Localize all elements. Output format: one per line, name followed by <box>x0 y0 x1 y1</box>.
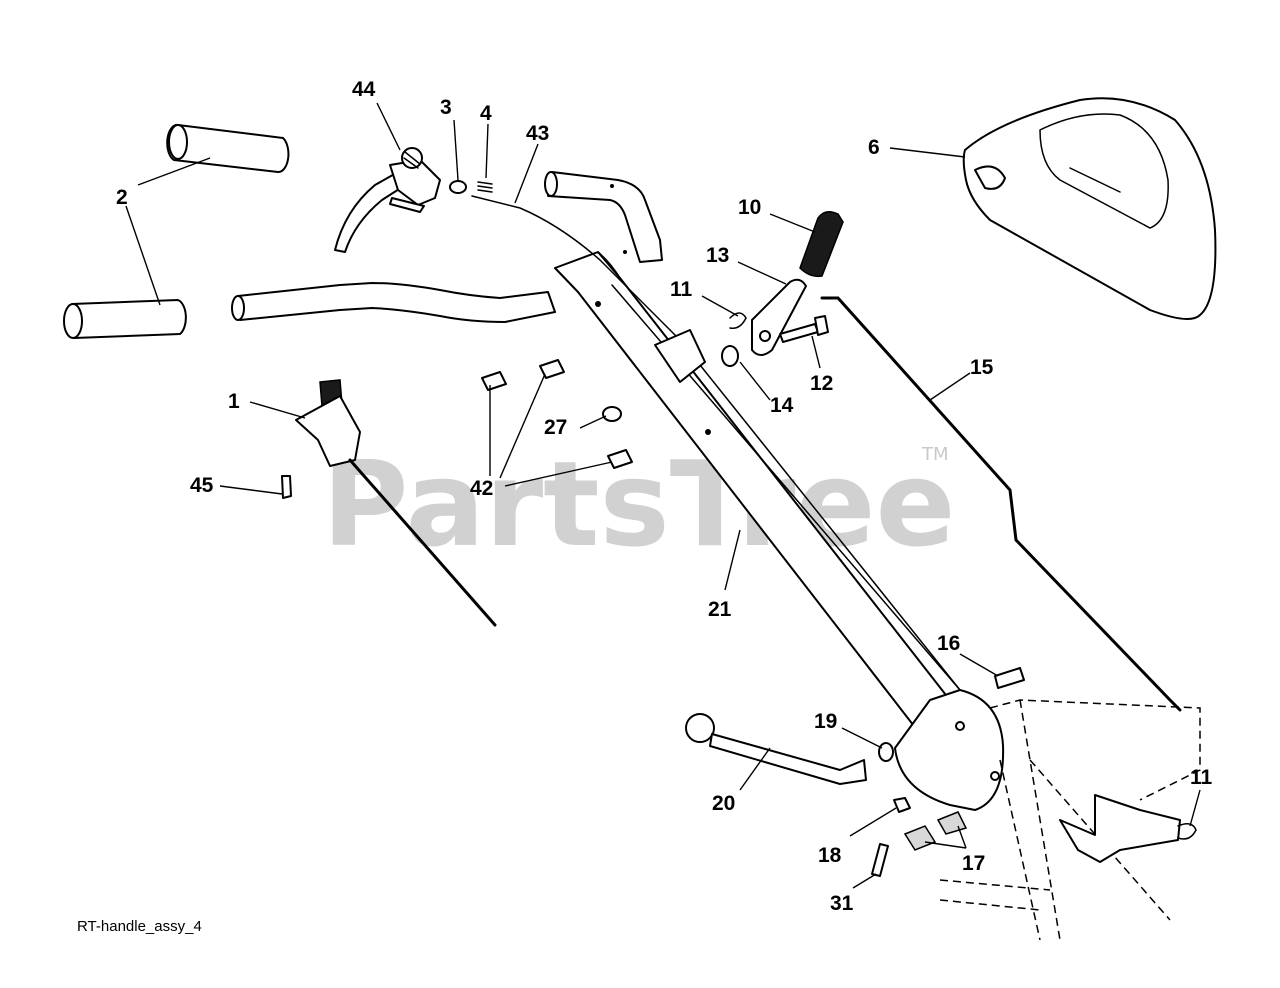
diagram-caption: RT-handle_assy_4 <box>77 918 202 935</box>
part-45-screw <box>281 475 292 499</box>
part-10-13-shift-lever <box>751 211 844 356</box>
callout-43: 43 <box>526 122 549 145</box>
callout-labels: 44 3 4 43 6 2 10 13 11 15 14 12 1 27 42 … <box>116 78 1213 915</box>
part-6-cover <box>962 97 1217 320</box>
callout-18: 18 <box>818 844 842 867</box>
handlebar <box>231 171 663 323</box>
watermark-tm: TM <box>921 444 949 465</box>
part-43-cable <box>471 195 961 691</box>
callout-10: 10 <box>738 196 761 219</box>
part-31-bolt <box>871 843 889 877</box>
callout-15: 15 <box>970 356 994 379</box>
callout-19: 19 <box>814 710 837 733</box>
callout-44: 44 <box>352 78 376 101</box>
callout-1: 1 <box>228 390 240 413</box>
callout-20: 20 <box>712 792 735 815</box>
callout-31: 31 <box>830 892 854 915</box>
callout-27: 27 <box>544 416 567 439</box>
part-20-lever <box>685 713 867 785</box>
part-15-rod <box>820 296 1182 712</box>
lower-frame <box>939 699 1201 941</box>
callout-42: 42 <box>470 477 493 500</box>
part-21-handle-tube <box>554 251 1005 811</box>
callout-3: 3 <box>440 96 452 119</box>
callout-12: 12 <box>810 372 833 395</box>
callout-13: 13 <box>706 244 729 267</box>
callout-14: 14 <box>770 394 794 417</box>
tube-bracket <box>654 329 706 383</box>
part-18-nut <box>893 797 911 813</box>
part-42-bolts <box>481 359 633 469</box>
callout-21: 21 <box>708 598 732 621</box>
part-2-grips <box>63 123 290 339</box>
part-16-bolt <box>994 667 1025 689</box>
callout-6: 6 <box>868 136 880 159</box>
part-27-nut <box>602 406 622 422</box>
part-14-12-spacer-bolt <box>721 315 829 367</box>
part-19-washer <box>878 742 894 762</box>
part-1-bracket <box>295 379 497 627</box>
callout-11-bottom: 11 <box>1190 766 1213 789</box>
callout-11-top: 11 <box>670 278 693 301</box>
part-3-4-spring <box>449 180 493 194</box>
watermark-text: PartsTree <box>322 435 956 573</box>
callout-16: 16 <box>937 632 960 655</box>
callout-4: 4 <box>480 102 492 125</box>
callout-45: 45 <box>190 474 214 497</box>
leader-lines <box>125 102 1201 889</box>
part-44-lever <box>334 147 441 253</box>
callout-17: 17 <box>962 852 985 875</box>
callout-2: 2 <box>116 186 128 209</box>
part-17-blocks <box>903 811 968 851</box>
